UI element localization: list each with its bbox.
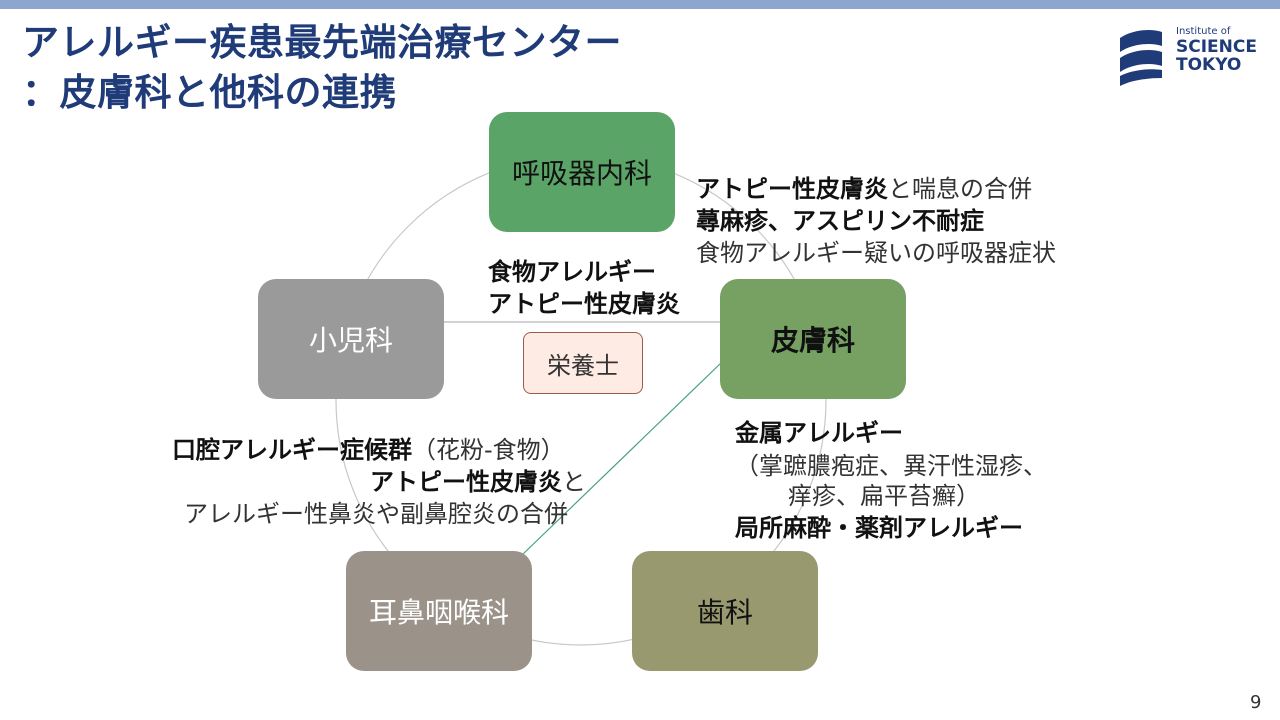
annotation-resp-derm-line-2: 蕁麻疹、アスピリン不耐症 xyxy=(696,205,984,237)
node-pediatrics: 小児科 xyxy=(258,279,444,399)
annotation-derm-dent-line-3: 痒疹、扁平苔癬） xyxy=(788,482,980,510)
node-dental: 歯科 xyxy=(632,551,818,671)
annotation-text: と喘息の合併 xyxy=(888,175,1032,203)
title-line-1: アレルギー疾患最先端治療センター xyxy=(22,21,622,64)
annotation-text: （花粉-食物） xyxy=(412,436,565,464)
annotation-resp-derm-line-1: アトピー性皮膚炎と喘息の合併 xyxy=(696,173,1032,205)
title-line-2: ：皮膚科と他科の連携 xyxy=(22,71,397,114)
annotation-ped-derm-line-1: 食物アレルギー xyxy=(488,256,656,288)
annotation-bold: 食物アレルギー xyxy=(488,258,656,286)
annotation-derm-dent-line-2: （掌蹠膿疱症、異汗性湿疹、 xyxy=(735,452,1047,480)
annotation-ent-derm-line-2: アトピー性皮膚炎と xyxy=(370,466,586,498)
annotation-bold: 蕁麻疹、アスピリン不耐症 xyxy=(696,207,984,235)
annotation-bold: アトピー性皮膚炎 xyxy=(370,468,562,496)
page-title: アレルギー疾患最先端治療センター ：皮膚科と他科の連携 xyxy=(22,18,622,118)
annotation-derm-dent-line-4: 局所麻酔・薬剤アレルギー xyxy=(735,512,1023,544)
node-dermatology: 皮膚科 xyxy=(720,279,906,399)
annotation-ent-derm-line-3: アレルギー性鼻炎や副鼻腔炎の合併 xyxy=(184,500,568,528)
annotation-ped-derm-line-2: アトピー性皮膚炎 xyxy=(488,288,680,320)
annotation-bold: アトピー性皮膚炎 xyxy=(488,290,680,318)
node-ent: 耳鼻咽喉科 xyxy=(346,551,532,671)
logo-tokyo-text: TOKYO xyxy=(1176,55,1242,75)
logo-institute-text: Institute of xyxy=(1176,26,1231,37)
node-respiratory: 呼吸器内科 xyxy=(489,112,675,232)
page-number: 9 xyxy=(1250,692,1262,713)
annotation-bold: 金属アレルギー xyxy=(735,419,903,447)
annotation-bold: 局所麻酔・薬剤アレルギー xyxy=(735,514,1023,542)
logo-science-text: SCIENCE xyxy=(1176,37,1257,57)
science-tokyo-logo-icon xyxy=(1120,30,1162,86)
annotation-bold: 口腔アレルギー症候群 xyxy=(172,436,412,464)
annotation-text: と xyxy=(562,468,586,496)
node-nutritionist: 栄養士 xyxy=(523,332,643,394)
top-accent-bar xyxy=(0,0,1280,9)
annotation-ent-derm-line-1: 口腔アレルギー症候群（花粉-食物） xyxy=(172,434,565,466)
link-ent-dermatology xyxy=(521,361,723,556)
annotation-derm-dent-line-1: 金属アレルギー xyxy=(735,417,903,449)
annotation-bold: アトピー性皮膚炎 xyxy=(696,175,888,203)
annotation-resp-derm-line-3: 食物アレルギー疑いの呼吸器症状 xyxy=(696,239,1056,267)
institution-logo: Institute of SCIENCE TOKYO xyxy=(1118,26,1258,88)
